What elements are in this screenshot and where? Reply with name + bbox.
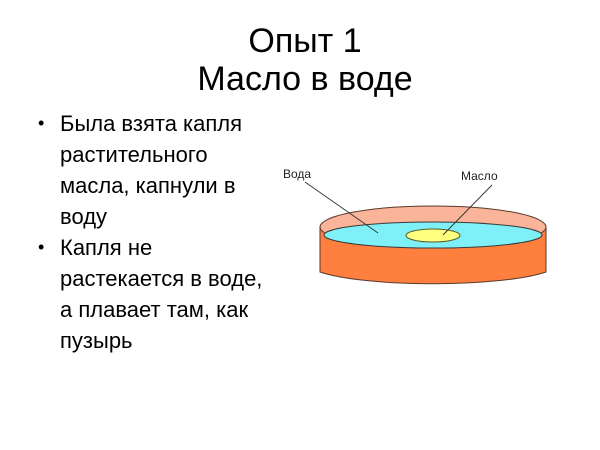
bullet-text: Была взята капля растительного масла, ка… <box>60 108 276 232</box>
oil-leader-line <box>442 184 493 236</box>
water-leader-line <box>304 181 379 234</box>
bullet-marker: • <box>38 113 45 133</box>
bullet-line: масла, капнули в <box>60 173 236 198</box>
oil-drop <box>405 228 461 243</box>
bullet-text: Капля не растекается в воде, а плавает т… <box>60 232 276 356</box>
petri-dish-illustration <box>304 181 547 285</box>
water-label: Вода <box>283 167 312 181</box>
slide-title: Опыт 1 Масло в воде <box>0 22 600 98</box>
title-line-2: Масло в воде <box>197 60 413 98</box>
bullet-line: пузырь <box>60 328 133 353</box>
bullet-item: • Была взята капля растительного масла, … <box>36 108 276 232</box>
petri-dish-figure: Вода Масло <box>270 160 570 305</box>
bullet-line: растительного <box>60 142 208 167</box>
oil-label: Масло <box>461 169 498 183</box>
bullet-line: растекается в воде, <box>60 266 263 291</box>
bullet-line: а плавает там, как <box>60 297 249 322</box>
title-line-1: Опыт 1 <box>248 22 362 60</box>
bullet-line: Была взята капля <box>60 111 243 136</box>
bullet-line: воду <box>60 204 108 229</box>
bullet-line: Капля не <box>60 235 153 260</box>
bullet-marker: • <box>38 237 45 257</box>
bullet-list: • Была взята капля растительного масла, … <box>36 108 276 356</box>
bullet-item: • Капля не растекается в воде, а плавает… <box>36 232 276 356</box>
